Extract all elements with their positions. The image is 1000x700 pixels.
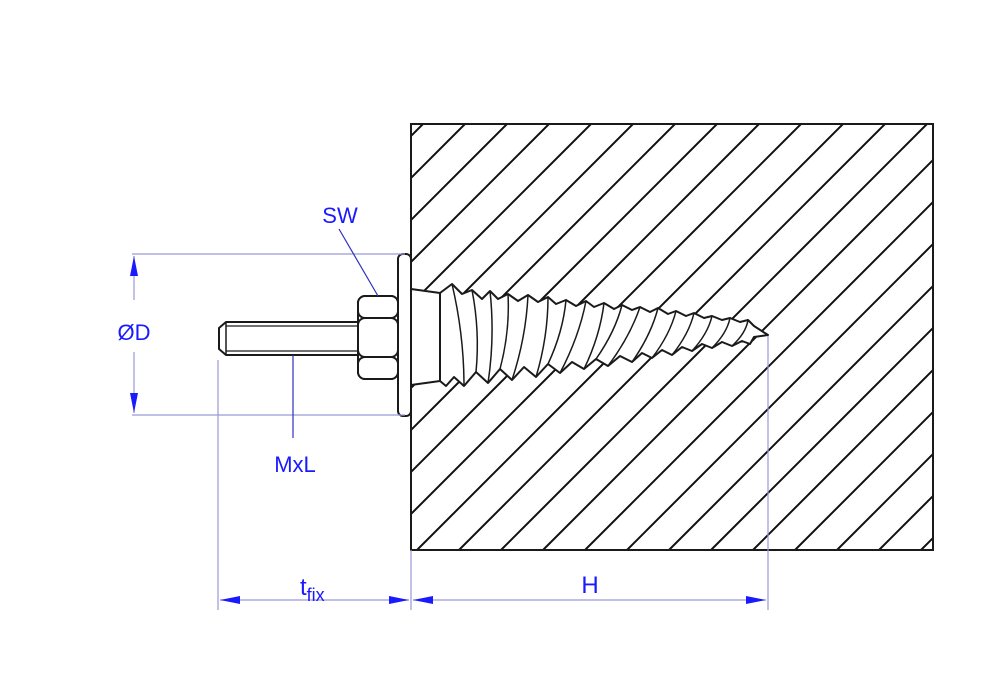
thread-label: MxL <box>274 452 316 477</box>
screw-thread-body <box>439 283 769 387</box>
embedment-depth-dimension: H <box>413 336 769 610</box>
hatch-line <box>411 124 592 306</box>
tfix-label-sub: fix <box>307 585 325 605</box>
hatch-line <box>668 284 933 550</box>
thread-crest-line <box>547 299 567 365</box>
nut-face-top <box>357 295 399 319</box>
hatch-line <box>794 410 933 550</box>
thread-crest-line <box>471 289 479 373</box>
thread-crest-line <box>511 294 529 381</box>
thread-callout: MxL <box>274 355 316 477</box>
hatch-line <box>710 326 933 550</box>
wrench-size-leader <box>338 228 379 297</box>
threaded-stud <box>218 321 361 356</box>
thread-crest-line <box>595 304 623 360</box>
nut-face-middle <box>357 317 399 358</box>
hatch-line <box>836 452 933 550</box>
screw-thread-crests <box>451 283 749 387</box>
nut-face-bottom <box>357 356 399 380</box>
thread-crest-line <box>691 315 713 352</box>
hatch-line <box>584 200 933 550</box>
thread-crest-line <box>451 283 465 387</box>
diameter-dimension: ØD <box>118 253 405 416</box>
wrench-size-callout: SW <box>322 203 379 297</box>
thread-crest-line <box>651 310 677 359</box>
wrench-size-label: SW <box>322 203 358 228</box>
hatch-line <box>411 124 550 264</box>
hex-nut <box>357 295 399 380</box>
thread-crest-line <box>631 307 659 363</box>
thread-crest-line <box>583 302 605 370</box>
thread-crest-line <box>499 293 510 370</box>
stud-body <box>218 321 361 356</box>
diameter-label: ØD <box>118 320 151 345</box>
fixture-thickness-dimension: tfix <box>217 360 412 610</box>
thread-crest-line <box>487 290 493 384</box>
tfix-label-base: t <box>300 574 307 601</box>
h-label: H <box>581 572 598 599</box>
screw-collar <box>410 288 441 386</box>
hatch-line <box>411 124 508 222</box>
thread-crest-line <box>535 296 549 378</box>
thread-crest-line <box>559 300 587 374</box>
thread-crest-line <box>711 317 731 349</box>
tfix-label: tfix <box>300 574 325 605</box>
hatch-line <box>752 368 933 550</box>
washer <box>397 253 412 417</box>
thread-crest-line <box>671 312 695 356</box>
thread-crest-line <box>731 319 749 347</box>
screw <box>410 283 769 387</box>
thread-crest-line <box>607 306 641 367</box>
hatch-line <box>626 242 933 550</box>
